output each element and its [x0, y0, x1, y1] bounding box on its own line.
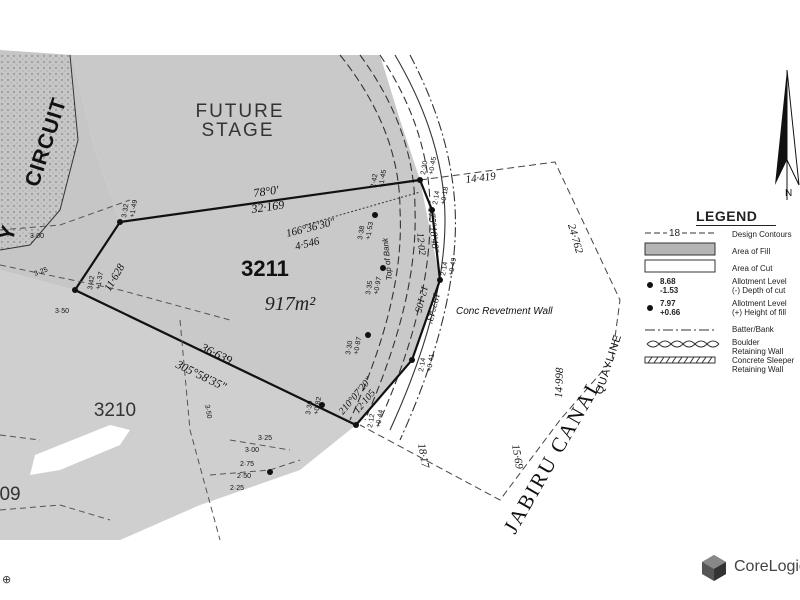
legend-underline [696, 225, 776, 226]
future-stage-line1: FUTURE [195, 101, 284, 122]
legend-title: LEGEND [696, 208, 758, 224]
legend-concrete-sub: Retaining Wall [732, 365, 784, 374]
bearing-inner-dist: 4·546 [294, 235, 321, 253]
level-tr2-b: +0·18 [440, 186, 450, 205]
batter-lines [339, 54, 456, 441]
revetment-label: Conc Revetment Wall [456, 306, 553, 317]
lot-3211-boundary [73, 178, 442, 427]
contour-300: 3·00 [30, 233, 44, 240]
contour-275: 2·75 [240, 461, 254, 468]
watermark-text: CoreLogic [734, 558, 800, 575]
level-tr4-b: +0·41 [426, 353, 436, 372]
contour-350-mid: 3·50 [203, 404, 212, 419]
north-letter: N [785, 188, 793, 199]
legend-batter-label: Batter/Bank [732, 325, 774, 334]
legend-level-fill-v1: 7.97 [660, 299, 676, 308]
quayline [359, 161, 621, 501]
future-stage-line2: STAGE [202, 120, 275, 141]
lot-3211-area: 917m² [265, 293, 316, 315]
lot-3211-fill [75, 180, 440, 425]
level-br-b: +0·44 [375, 409, 385, 428]
level-l-b: +1·37 [95, 271, 105, 290]
legend-contour: 18 Design Contours [640, 228, 800, 250]
legend-level-cut-v1: 8.68 [660, 277, 676, 286]
lot-partial-number: 09 [0, 484, 21, 505]
level-tr3-b: +0·49 [448, 257, 458, 276]
level-m1-b: +1·53 [365, 221, 375, 240]
legend-cut-label: Area of Cut [732, 264, 773, 273]
contour-325: 3·25 [33, 266, 49, 277]
bearing-top-dist: 32·169 [249, 198, 285, 217]
legend-boulder-sub: Retaining Wall [732, 347, 784, 356]
level-lt-a: 3·32 [121, 203, 130, 218]
level-l-a: 3·42 [87, 275, 96, 290]
legend-fill-label: Area of Fill [732, 247, 771, 256]
legend-level-cut-sub: (-) Depth of cut [732, 286, 786, 295]
level-tr-b: +0·45 [428, 156, 438, 175]
legend-concrete-label: Concrete Sleeper [732, 356, 795, 365]
level-bottom-b: +0·82 [313, 396, 323, 415]
contour-300-low: 3·00 [245, 447, 259, 454]
level-bottom-a: 3·30 [305, 400, 314, 415]
white-patch [30, 425, 130, 475]
contour-labels: 3·00 3·25 3·50 3·50 3·25 3·00 2·75 2·50 … [30, 233, 272, 492]
bearings: 78°0' 32·169 166°36'30" 4·546 11·628 36·… [102, 170, 585, 470]
level-upper-a: 2·42 [370, 173, 379, 188]
legend-level-cut: 8.68 -1.53 Allotment Level (-) Depth of … [640, 277, 800, 299]
contour-350-left: 3·50 [55, 308, 69, 315]
level-upper-b: +1·45 [378, 169, 388, 188]
legend-level-cut-v2: -1.53 [660, 286, 679, 295]
bearing-ext-quay: 14·998 [553, 367, 566, 398]
legend-level-fill: 7.97 +0.66 Allotment Level (+) Height of… [640, 299, 800, 321]
bearing-ext-top: 14·419 [465, 170, 497, 186]
corelogic-watermark: CoreLogic [700, 552, 800, 582]
legend-batter: Batter/Bank [640, 325, 800, 347]
level-m3-a: 3·30 [345, 340, 354, 355]
legend-cut: Area of Cut [640, 261, 800, 283]
lot-3211-number: 3211 [241, 256, 289, 281]
north-arrow-icon [775, 69, 800, 200]
level-tr3-a: 2·14 [440, 261, 449, 276]
bearing-ext-canal: 15·69 [509, 443, 525, 470]
level-m3-b: +0·87 [353, 336, 363, 355]
corelogic-logo-icon [702, 555, 726, 581]
level-tr-a: 2·30 [420, 160, 429, 175]
future-stage-fill [72, 55, 420, 222]
level-tr4-a: 2·14 [418, 357, 427, 372]
legend-fill: Area of Fill [640, 244, 800, 266]
level-m1-a: 3·38 [357, 225, 366, 240]
lot-3210-number: 3210 [94, 400, 136, 421]
level-m2-b: +0·97 [373, 276, 383, 295]
level-lt-b: +1·49 [129, 199, 139, 218]
legend-symbols [644, 232, 720, 364]
road-reserve-edge [0, 54, 79, 251]
legend-boulder: Boulder Retaining Wall [640, 338, 800, 360]
legend-concrete: Concrete Sleeper Retaining Wall [640, 356, 800, 378]
level-dots [72, 177, 443, 475]
lot-3210-fill [0, 270, 356, 540]
level-br-a: 2·12 [367, 413, 376, 428]
level-m2-a: 3·35 [365, 280, 374, 295]
bearing-top: 78°0' [252, 183, 279, 200]
legend-level-fill-v2: +0.66 [660, 308, 681, 317]
legend-level-fill-sub: (+) Height of fill [732, 308, 787, 317]
legend-boulder-label: Boulder [732, 338, 760, 347]
bearing-curve1-dist: 12·02 [414, 232, 427, 256]
corner-mark: ⊕ [2, 574, 12, 586]
allotment-levels: 2·30 +0·45 2·14 +0·18 2·14 +0·49 2·14 +0… [87, 156, 458, 428]
road-reserve-dotted [0, 55, 78, 250]
contour-250: 2·50 [237, 473, 251, 480]
bearing-curve1: 175°18'40" [425, 207, 441, 254]
legend-contour-label: Design Contours [732, 230, 792, 239]
legend-level-fill-label: Allotment Level [732, 299, 787, 308]
level-tr2-a: 2·14 [432, 190, 441, 205]
legend-contour-value: 18 [667, 228, 683, 239]
contour-225: 2·25 [230, 485, 244, 492]
legend-level-cut-label: Allotment Level [732, 277, 787, 286]
contour-325-low: 3·25 [258, 435, 272, 442]
bearing-ext-bottom: 18·17 [415, 442, 431, 469]
